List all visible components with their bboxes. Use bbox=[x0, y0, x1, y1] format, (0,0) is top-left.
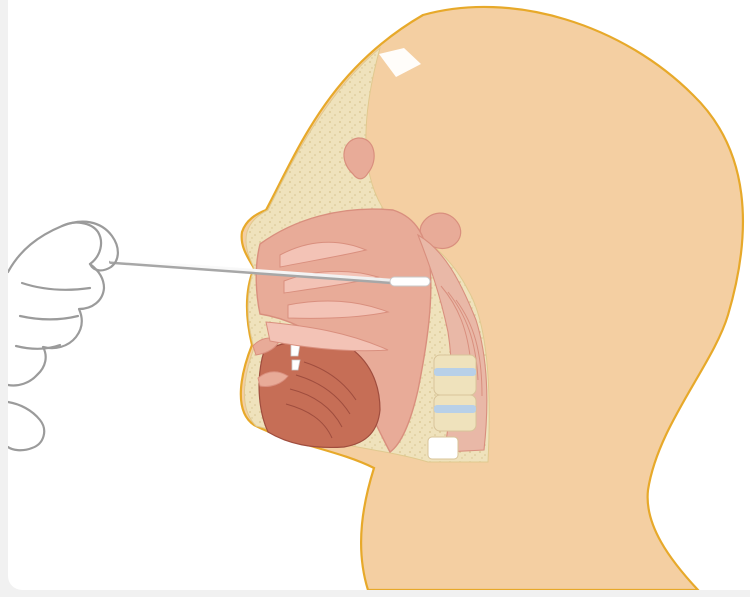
finger-line-2 bbox=[20, 316, 78, 319]
disc-2 bbox=[434, 405, 476, 413]
glove-outline bbox=[8, 223, 104, 386]
finger-line-1 bbox=[22, 283, 90, 290]
gloved-hand bbox=[8, 222, 118, 451]
spinal-highlight bbox=[428, 437, 458, 459]
disc-1 bbox=[434, 368, 476, 376]
illustration-panel bbox=[8, 0, 750, 590]
nasal-swab-illustration bbox=[8, 0, 750, 590]
swab-tip bbox=[390, 277, 430, 286]
palm-outline bbox=[8, 402, 44, 450]
